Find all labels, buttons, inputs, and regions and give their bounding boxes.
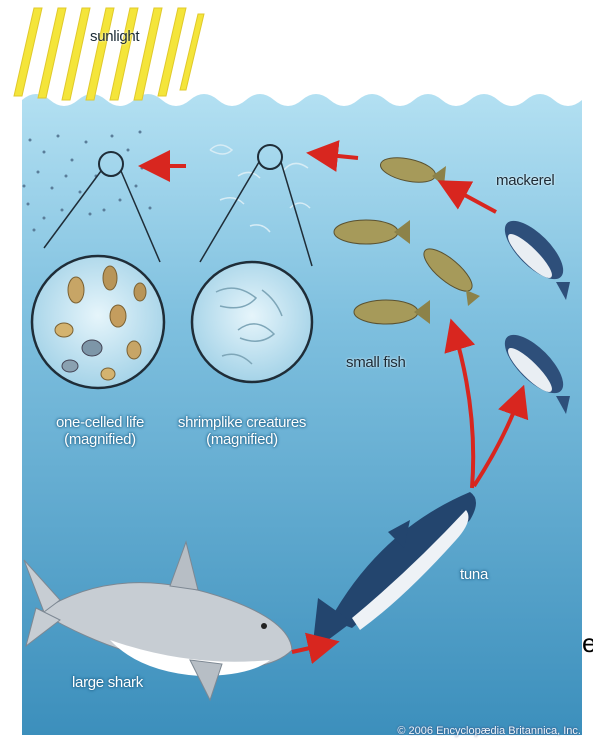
sunlight-rays	[14, 8, 204, 100]
shrimplike-creatures-label: shrimplike creatures (magnified)	[162, 414, 322, 448]
stray-character: e	[582, 628, 593, 659]
copyright-notice: © 2006 Encyclopædia Britannica, Inc.	[397, 725, 581, 737]
small-fish-label: small fish	[346, 354, 406, 371]
shrimplike-creatures-note: (magnified)	[162, 431, 322, 448]
shrimplike-creatures-magnified-lens	[192, 262, 312, 382]
one-celled-life-label: one-celled life (magnified)	[30, 414, 170, 448]
one-celled-life-magnified-lens	[32, 256, 164, 388]
sunlight-label: sunlight	[90, 28, 139, 45]
one-celled-life-note: (magnified)	[30, 431, 170, 448]
large-shark-label: large shark	[72, 674, 143, 691]
mackerel-label: mackerel	[496, 172, 554, 189]
one-celled-life-title: one-celled life	[30, 414, 170, 431]
shrimplike-creatures-title: shrimplike creatures	[162, 414, 322, 431]
tuna-label: tuna	[460, 566, 488, 583]
